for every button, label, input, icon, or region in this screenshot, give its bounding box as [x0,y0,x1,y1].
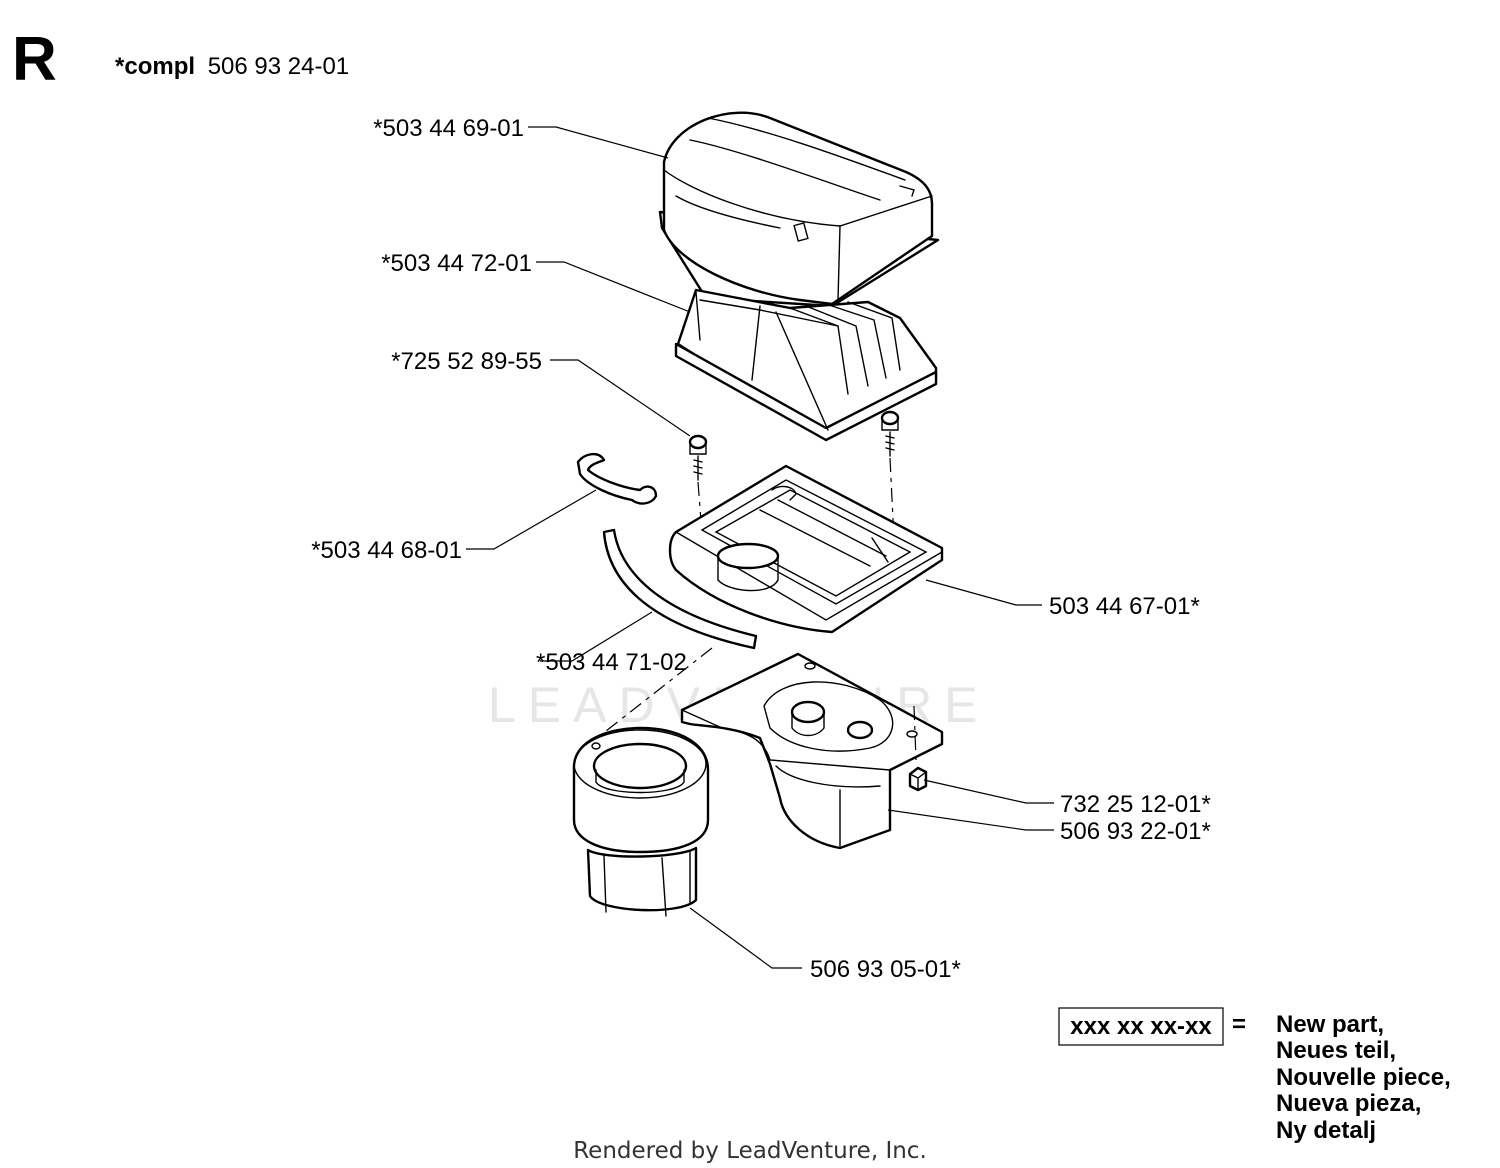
leader-screw [550,359,691,437]
compl-prefix: *compl [115,53,195,80]
leader-nut [923,779,1054,804]
label-holder: 503 44 67-01* [1049,593,1200,620]
air-filter-cover [658,111,940,308]
legend-line-4: Nueva pieza, [1276,1090,1421,1117]
legend-box-text: xxx xx xx-xx [1070,1013,1212,1040]
legend-equals: = [1232,1011,1246,1038]
legend-box [1058,1007,1224,1046]
footer-credit: Rendered by LeadVenture, Inc. [573,1138,927,1164]
legend-line-3: Nouvelle piece, [1276,1064,1451,1091]
bracket-axis [591,647,917,761]
compl-label: *compl 506 93 24-01 [115,53,349,80]
bracket [680,652,944,850]
compl-number: 506 93 24-01 [208,53,349,80]
leader-hose [540,611,653,662]
label-filter: *503 44 72-01 [381,250,532,277]
leader-prefilter [689,907,802,969]
label-clip: *503 44 68-01 [311,537,462,564]
legend: xxx xx xx-xx = New part, Neues teil, Nou… [1058,1007,1451,1144]
main-air-filter [674,288,938,442]
hose [602,528,758,650]
label-cover: *503 44 69-01 [373,115,524,142]
screw-right [880,410,900,457]
leader-cover [528,126,669,159]
legend-line-5: Ny detalj [1276,1117,1376,1144]
legend-line-1: New part, [1276,1011,1384,1038]
leader-filter [536,261,691,313]
legend-line-2: Neues teil, [1276,1037,1396,1064]
filter-holder [668,464,944,634]
section-letter: R [12,25,57,94]
leader-bracket [887,809,1054,831]
nut [908,766,928,792]
clip [576,452,658,505]
pre-filter [572,726,710,917]
label-prefilter: 506 93 05-01* [810,956,961,983]
label-screw: *725 52 89-55 [391,348,542,375]
leader-holder [925,579,1042,606]
leader-clip [466,489,597,550]
label-hose: *503 44 71-02 [536,649,687,676]
screw-left [688,434,708,481]
label-bracket: 506 93 22-01* [1060,818,1211,845]
label-nut: 732 25 12-01* [1060,791,1211,818]
